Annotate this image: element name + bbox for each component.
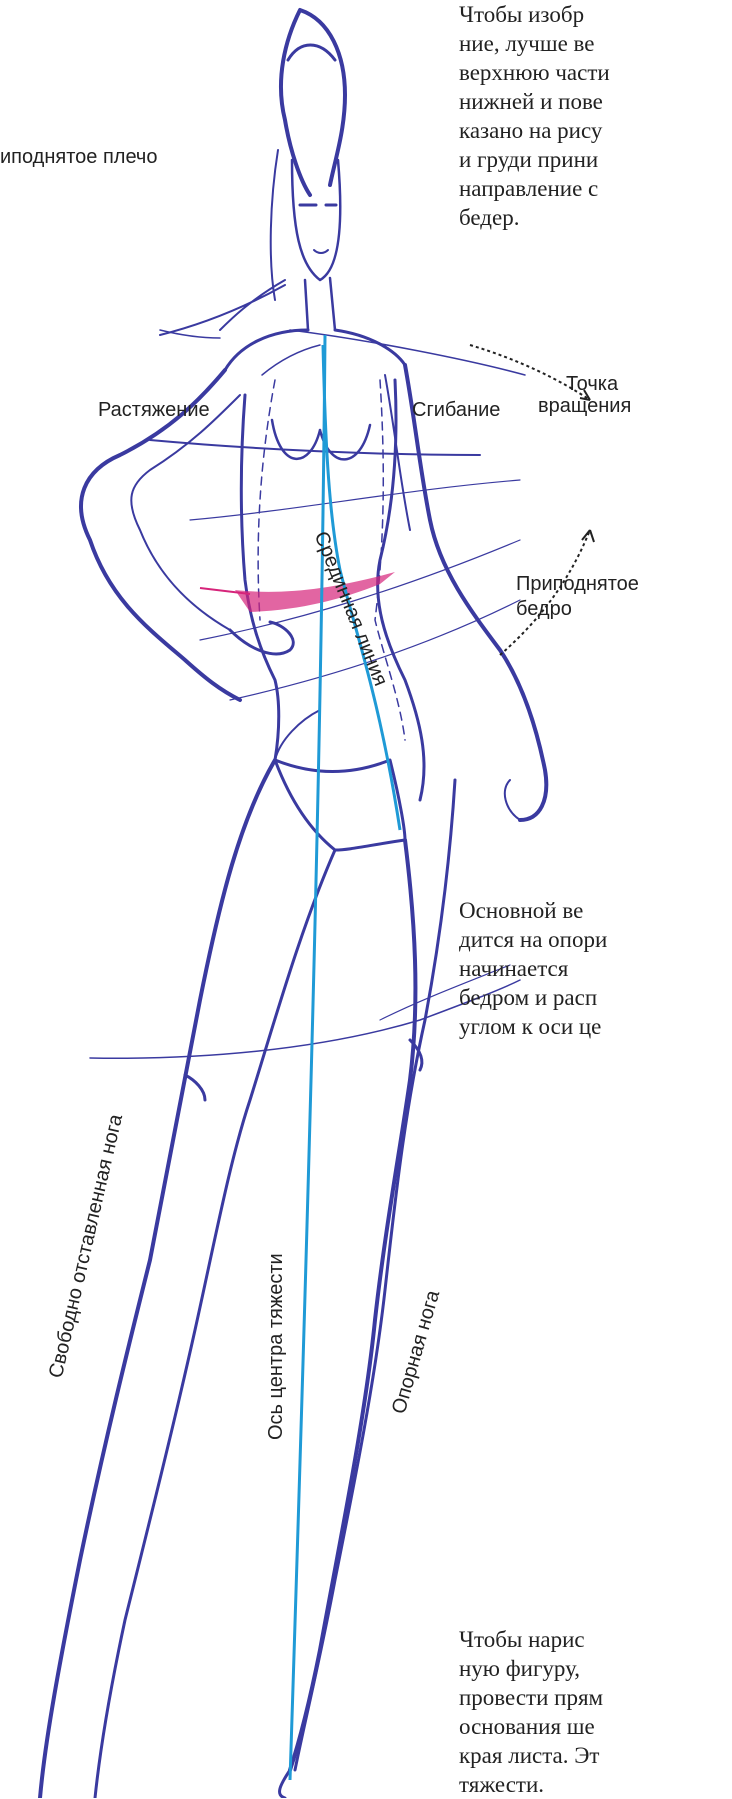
label-raised-hip-2: бедро bbox=[516, 597, 572, 621]
para-line: и груди прини bbox=[459, 145, 610, 174]
para-line: углом к оси це bbox=[459, 1012, 607, 1041]
para-line: дится на опори bbox=[459, 925, 607, 954]
para-line: направление с bbox=[459, 174, 610, 203]
label-gravity-axis: Ось центра тяжести bbox=[264, 1253, 288, 1440]
para-line: бедром и расп bbox=[459, 983, 607, 1012]
paragraph-middle: Основной ве дится на опори начинается бе… bbox=[459, 896, 607, 1041]
para-line: тяжести. bbox=[459, 1770, 603, 1799]
para-line: Чтобы изобр bbox=[459, 0, 610, 29]
para-line: Основной ве bbox=[459, 896, 607, 925]
para-line: основания ше bbox=[459, 1712, 603, 1741]
support-leg bbox=[290, 840, 415, 1770]
para-line: бедер. bbox=[459, 203, 610, 232]
para-line: начинается bbox=[459, 954, 607, 983]
para-line: нижней и пове bbox=[459, 87, 610, 116]
para-line: казано на рису bbox=[459, 116, 610, 145]
label-stretch: Растяжение bbox=[98, 398, 210, 422]
label-raised-hip-1: Приподнятое bbox=[516, 572, 639, 596]
para-line: Чтобы нарис bbox=[459, 1625, 603, 1654]
hair bbox=[281, 10, 345, 195]
para-line: края листа. Эт bbox=[459, 1741, 603, 1770]
paragraph-top: Чтобы изобр ние, лучше ве верхнюю части … bbox=[459, 0, 610, 232]
para-line: ние, лучше ве bbox=[459, 29, 610, 58]
label-bend: Сгибание bbox=[412, 398, 500, 422]
label-pivot-point-1: Точка bbox=[566, 372, 618, 396]
para-line: провести прям bbox=[459, 1683, 603, 1712]
label-raised-shoulder: иподнятое плечо bbox=[0, 145, 157, 169]
para-line: ную фигуру, bbox=[459, 1654, 603, 1683]
label-pivot-point-2: вращения bbox=[538, 394, 631, 418]
para-line: верхнюю части bbox=[459, 58, 610, 87]
paragraph-bottom: Чтобы нарис ную фигуру, провести прям ос… bbox=[459, 1625, 603, 1799]
